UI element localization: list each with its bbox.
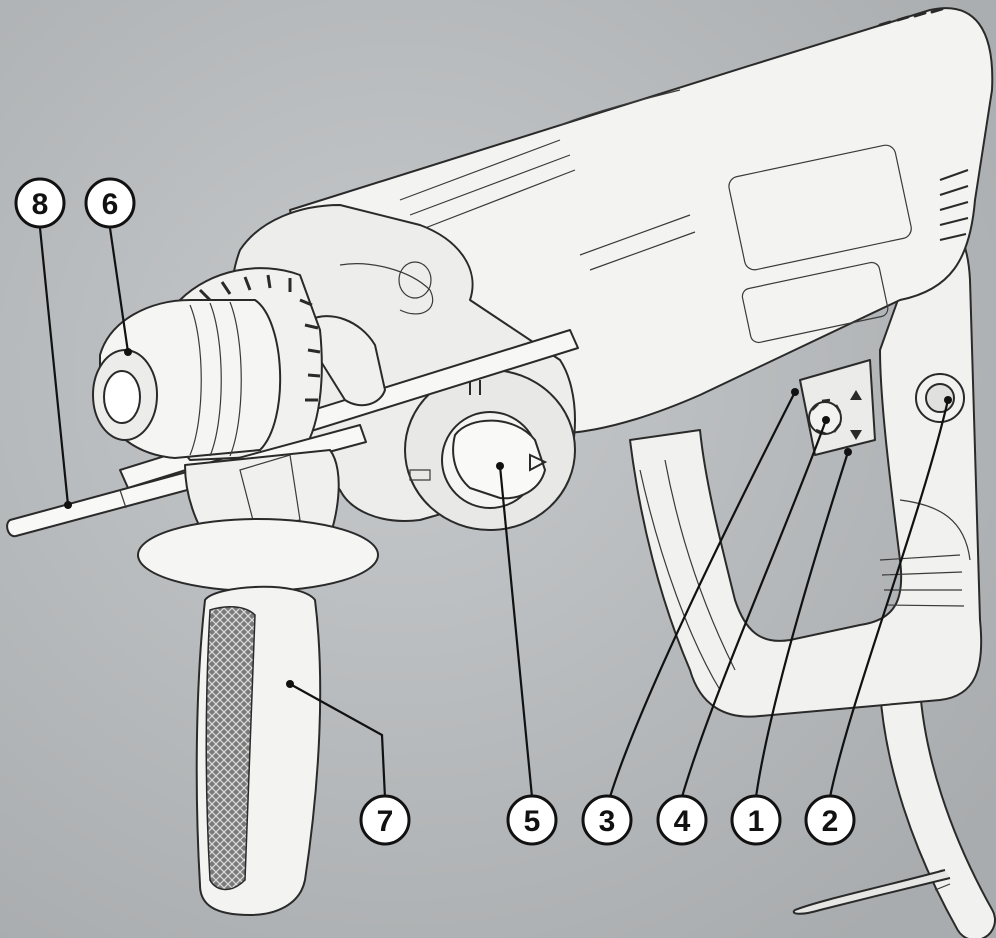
callout-3: 3 (581, 794, 633, 846)
mode-selector-knob[interactable] (404, 369, 576, 531)
leader-lines (38, 227, 952, 799)
svg-text:5: 5 (524, 805, 541, 838)
rear-handle (629, 209, 983, 718)
svg-text:8: 8 (32, 188, 49, 221)
callout-5: 5 (506, 794, 558, 846)
side-handle (137, 449, 379, 916)
callout-1: 1 (730, 794, 782, 846)
svg-text:6: 6 (102, 188, 119, 221)
callout-2: 2 (804, 794, 856, 846)
svg-text:4: 4 (674, 805, 691, 838)
power-cord (792, 669, 996, 938)
svg-text:1: 1 (748, 805, 765, 838)
callout-4: 4 (656, 794, 708, 846)
svg-text:2: 2 (822, 805, 839, 838)
callout-7: 7 (359, 794, 411, 846)
callout-6: 6 (84, 177, 136, 229)
lock-on-button[interactable] (915, 373, 965, 423)
svg-text:3: 3 (599, 805, 616, 838)
chuck (92, 267, 323, 461)
callout-8: 8 (14, 177, 66, 229)
svg-text:7: 7 (377, 805, 394, 838)
